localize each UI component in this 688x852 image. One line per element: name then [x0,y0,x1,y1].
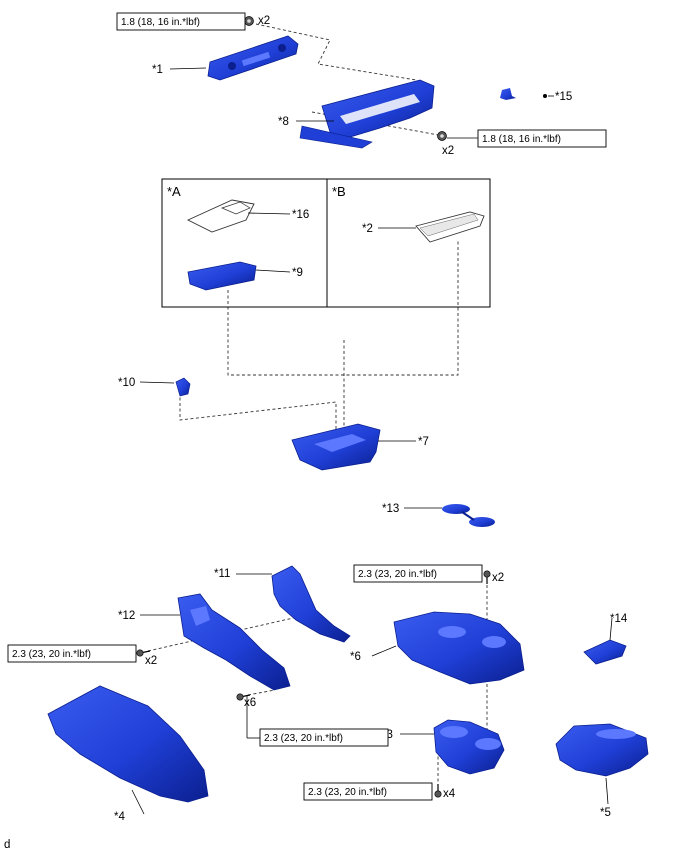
part-3-cup-holder [433,719,505,775]
qty-right: x2 [442,145,454,157]
part-labels: *1 *8 *15 *16 *2 *9 *10 *7 *13 *11 *12 *… [114,64,628,823]
qty-x6: x6 [244,697,256,709]
label-part-11: *11 [214,568,230,580]
torque-spec-x6: 2.3 (23, 20 in.*lbf) [259,728,389,747]
label-part-13: *13 [382,503,399,515]
box-label-b: *B [332,184,346,199]
torque-spec-6: 2.3 (23, 20 in.*lbf) [353,564,483,583]
qty-3: x4 [443,788,456,800]
part-5-rear-box [555,723,649,777]
kit-box-frame [161,178,491,308]
screw-top-icon [244,16,254,26]
screw-x6-icon [236,693,251,701]
label-part-16: *16 [292,209,309,221]
label-part-1: *1 [152,64,163,76]
torque-spec-3: 2.3 (23, 20 in.*lbf) [303,782,433,801]
torque-spec-12: 2.3 (23, 20 in.*lbf) [7,644,137,663]
part-12-bracket [177,593,291,691]
label-part-8: *8 [278,116,289,128]
box-label-a: *A [167,184,181,199]
torque-value-12: 2.3 (23, 20 in.*lbf) [12,649,91,660]
part-7-center-panel [291,423,381,471]
label-part-7: *7 [418,436,429,448]
qty-12: x2 [145,655,157,667]
part-8-upper-bezel [299,79,435,149]
part-4-side-panel [47,685,209,803]
part-10-connector [175,377,191,397]
label-part-15: *15 [555,91,572,103]
screw-right-icon [437,131,447,141]
part-16-tray-mat [186,199,255,233]
corner-mark: d [4,839,10,851]
label-part-10: *10 [118,377,135,389]
screw-3-icon [434,784,442,798]
torque-value-x6: 2.3 (23, 20 in.*lbf) [264,733,343,744]
guide-line-screw-top [255,23,417,81]
guide-line-screw-x6 [247,689,276,696]
screw-6-icon [483,570,491,584]
leader-lines [131,67,613,815]
label-part-6: *6 [350,651,361,663]
part-14-small-cover [583,639,627,665]
torque-value-top: 1.8 (18, 16 in.*lbf) [121,17,200,28]
label-part-14: *14 [610,613,628,625]
label-part-12: *12 [118,610,135,622]
torque-value-6: 2.3 (23, 20 in.*lbf) [358,569,437,580]
label-part-2: *2 [362,223,373,235]
part-11-side-cover [271,565,351,643]
qty-top: x2 [258,15,270,27]
part-2-storage-tray [415,211,485,243]
torque-value-3: 2.3 (23, 20 in.*lbf) [308,787,387,798]
guide-line-10-to-7 [179,392,337,452]
part-1-switch-panel [207,35,299,81]
screw-12-icon [136,649,151,657]
label-part-9: *9 [292,267,303,279]
kit-box: *A *B [161,178,491,308]
label-part-4: *4 [114,811,125,823]
part-15-clip [500,88,547,100]
torque-spec-right: 1.8 (18, 16 in.*lbf) [477,129,607,148]
label-part-5: *5 [600,807,611,819]
torque-value-right: 1.8 (18, 16 in.*lbf) [482,134,561,145]
part-9-tray [187,261,257,291]
part-6-console-upper [393,611,525,685]
torque-spec-top: 1.8 (18, 16 in.*lbf) [116,12,246,31]
part-13-cap [442,504,495,527]
qty-6: x2 [492,572,504,584]
